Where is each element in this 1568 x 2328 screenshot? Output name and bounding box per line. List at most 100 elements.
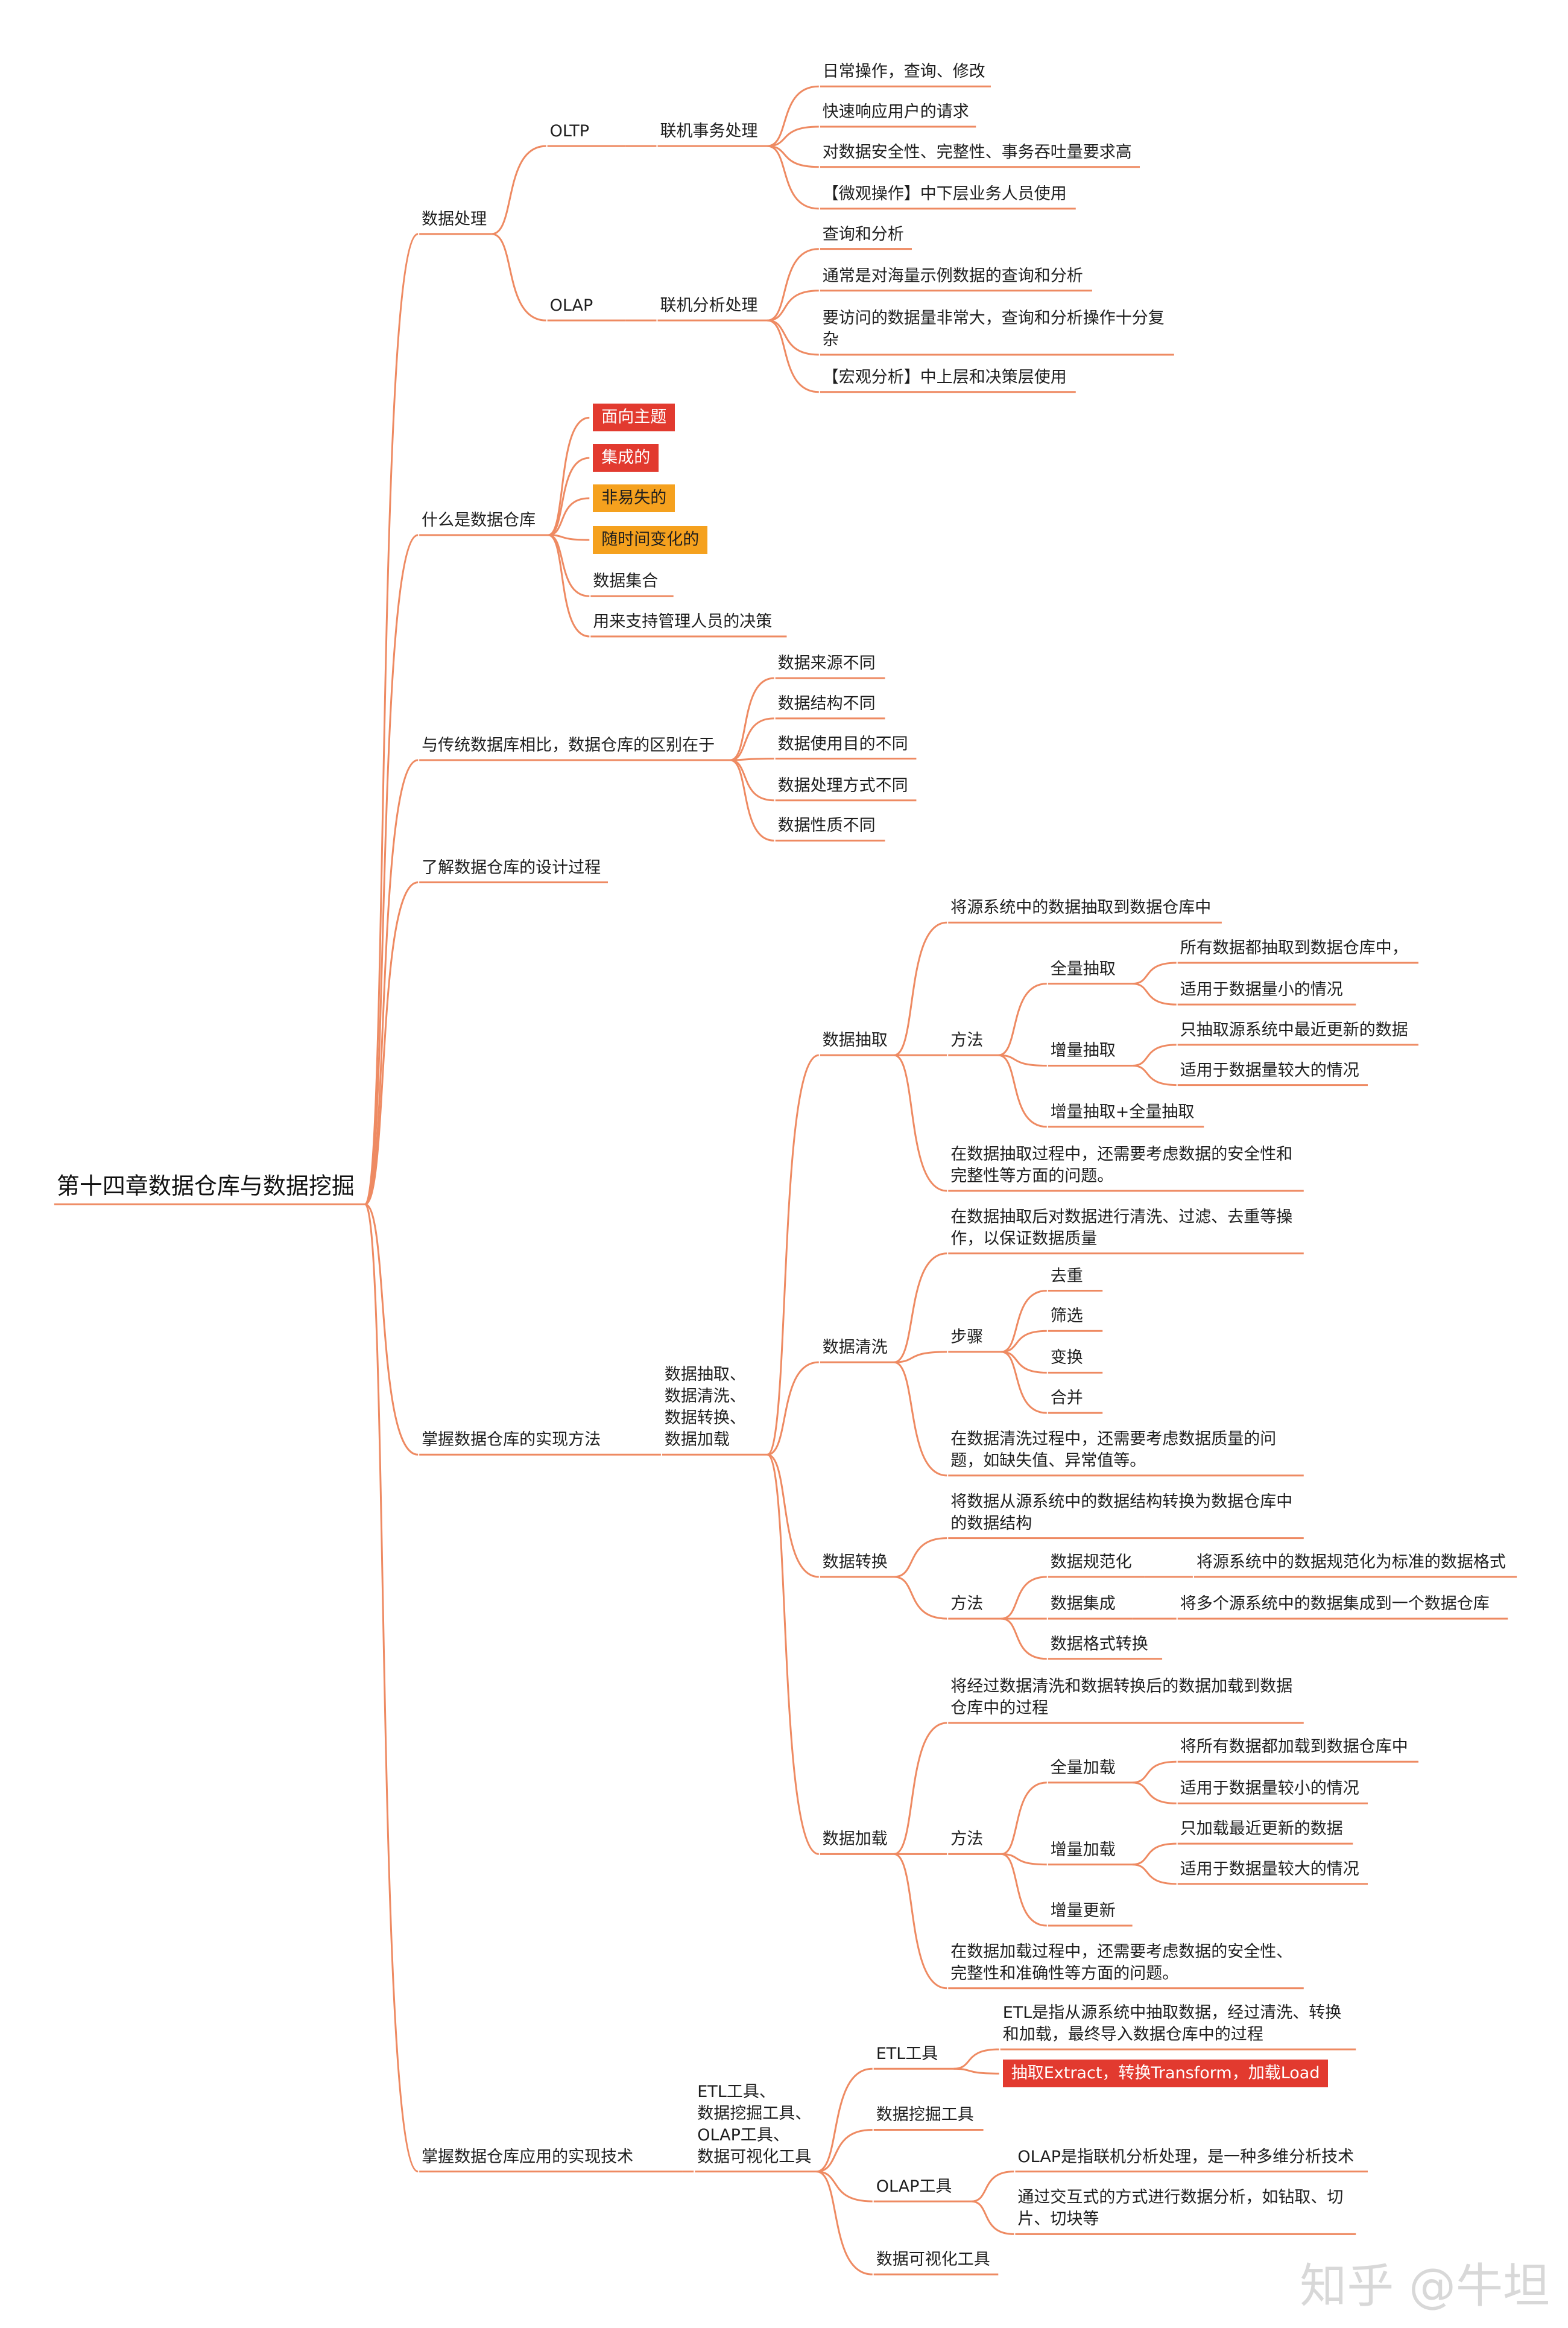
node-b4-0-3-1-2: 增量更新 — [1050, 1901, 1116, 1920]
node-b4: 掌握数据仓库的实现方法 — [422, 1430, 601, 1450]
node-b5-0: ETL工具、 数据挖掘工具、 OLAP工具、 数据可视化工具 — [697, 2082, 812, 2166]
connector-b4-0-2-1 — [894, 1576, 947, 1620]
node-b1-0: 面向主题 — [593, 404, 675, 432]
node-b4-0-2-1-2: 数据格式转换 — [1050, 1634, 1148, 1654]
connector-b5-0-0 — [816, 2067, 873, 2173]
connector-b2-2 — [730, 758, 774, 761]
node-b5-0-2: OLAP工具 — [876, 2177, 952, 2196]
node-b4-0-2-1-1-0: 将多个源系统中的数据集成到一个数据仓库 — [1180, 1594, 1490, 1614]
node-b1-2: 非易失的 — [593, 484, 675, 512]
connector-b4-0-3-1-0-0 — [1132, 1760, 1177, 1784]
node-b2-0: 数据来源不同 — [777, 654, 876, 673]
connector-b2-0 — [730, 677, 774, 761]
connector-b1-4 — [548, 534, 590, 597]
node-b2-4: 数据性质不同 — [777, 816, 876, 836]
connector-b1-2 — [548, 497, 590, 536]
connector-b2-3 — [730, 759, 774, 802]
node-b4-0-1-1-1: 筛选 — [1050, 1307, 1083, 1326]
connector-b4-0-3-2 — [894, 1853, 947, 1990]
node-b0-0-0-2: 对数据安全性、完整性、事务吞吐量要求高 — [822, 142, 1132, 162]
node-b4-0-0-1-0-0: 所有数据都抽取到数据仓库中， — [1180, 939, 1408, 957]
node-b4-0-3-1-1-0: 只加载最近更新的数据 — [1180, 1819, 1343, 1839]
node-b4-0-0-1-0: 全量抽取 — [1050, 959, 1116, 978]
connector-b4-0-0-0 — [894, 921, 947, 1056]
node-b4-0-3: 数据加载 — [822, 1830, 888, 1849]
node-b4-0-3-1-0-1: 适用于数据量较小的情况 — [1180, 1779, 1359, 1798]
connector-b4 — [364, 1203, 419, 1456]
connector-b4-0-3-1-1-1 — [1132, 1863, 1177, 1885]
node-b1-3: 随时间变化的 — [593, 526, 708, 554]
connector-b4-0-3-1-1 — [1001, 1853, 1047, 1866]
connector-b5-0-1 — [816, 2128, 873, 2173]
connector-b5-0-0-0 — [953, 2048, 999, 2070]
node-b0-0-0-0: 日常操作，查询、修改 — [822, 62, 985, 81]
node-b1-5: 用来支持管理人员的决策 — [593, 612, 773, 631]
connector-b4-0-1 — [767, 1361, 819, 1456]
connector-b4-0-0-1-0-0 — [1132, 962, 1177, 985]
connector-b4-0-0 — [767, 1054, 820, 1456]
connector-b4-0-0-1-0-1 — [1132, 983, 1177, 1006]
node-b4-0-1-0: 在数据抽取后对数据进行清洗、过滤、去重等操 作，以保证数据质量 — [950, 1207, 1293, 1248]
connector-b4-0-1-2 — [894, 1361, 947, 1477]
connector-b4-0-1-1-0 — [1001, 1290, 1047, 1353]
node-b0-0: OLTP — [549, 122, 589, 141]
node-b5-0-0-1: 抽取Extract，转换Transform，加载Load — [1002, 2060, 1329, 2088]
connector-b0-0-0-0 — [767, 85, 819, 147]
connector-b5-0-3 — [816, 2171, 873, 2276]
connector-b5-0-0-1 — [953, 2067, 999, 2075]
connector-b4-0-2-0 — [894, 1537, 947, 1578]
connector-b0-0-0-3 — [767, 145, 819, 210]
node-b0-1: OLAP — [549, 296, 593, 316]
connector-b5-0-2 — [816, 2171, 873, 2203]
node-b5: 掌握数据仓库应用的实现技术 — [422, 2147, 634, 2166]
connector-b5-0-2-0 — [971, 2171, 1014, 2203]
connector-b1-5 — [548, 534, 590, 638]
node-b5-0-0-0: ETL是指从源系统中抽取数据，经过清洗、转换 和加载，最终导入数据仓库中的过程 — [1002, 2003, 1342, 2044]
node-b4-0-2-1-1: 数据集成 — [1050, 1594, 1116, 1614]
node-b5-0-1: 数据挖掘工具 — [876, 2105, 974, 2125]
connector-b4-0-2 — [767, 1453, 819, 1578]
connector-b4-0-3-1-1-0 — [1132, 1842, 1177, 1866]
connector-b4-0-0-1-1-0 — [1132, 1044, 1177, 1067]
connector-b4-0-2-1-0 — [1001, 1576, 1047, 1620]
node-b4-0-0-1: 方法 — [950, 1031, 984, 1050]
connector-b4-0-3 — [767, 1453, 820, 1855]
node-b4-0-0-0: 将源系统中的数据抽取到数据仓库中 — [950, 898, 1212, 918]
connector-b4-0-0-1-1 — [998, 1054, 1047, 1067]
node-b4-0-3-1-0-0: 将所有数据都加载到数据仓库中 — [1180, 1737, 1408, 1757]
node-b4-0-2-1-0: 数据规范化 — [1050, 1552, 1132, 1572]
connector-b2 — [364, 759, 419, 1205]
node-b1-1: 集成的 — [593, 444, 659, 472]
node-b4-0-2: 数据转换 — [822, 1552, 888, 1572]
node-b3: 了解数据仓库的设计过程 — [422, 858, 601, 877]
connector-b3 — [364, 881, 419, 1205]
connector-b2-1 — [730, 717, 774, 761]
connector-b0-0-0-2 — [767, 145, 819, 168]
node-b4-0-1-1: 步骤 — [950, 1327, 984, 1346]
node-b4-0-2-0: 将数据从源系统中的数据结构转换为数据仓库中 的数据结构 — [950, 1492, 1293, 1533]
node-b0: 数据处理 — [422, 209, 487, 229]
node-b4-0-0-1-0-1: 适用于数据量小的情况 — [1180, 980, 1343, 1000]
node-b4-0-0-1-1-1: 适用于数据量较大的情况 — [1180, 1061, 1359, 1080]
connector-b0-1-0-2 — [767, 319, 819, 356]
node-b4-0-3-0: 将经过数据清洗和数据转换后的数据加载到数据 仓库中的过程 — [950, 1677, 1293, 1717]
connector-b5-0-2-1 — [971, 2200, 1014, 2235]
node-b4-0-1: 数据清洗 — [822, 1338, 888, 1357]
connector-b4-0-1-1-1 — [1001, 1330, 1047, 1353]
connector-b0-0 — [492, 145, 546, 235]
connector-b4-0-0-1-2 — [998, 1054, 1047, 1128]
node-b0-0-0: 联机事务处理 — [660, 122, 758, 141]
connector-b1-3 — [548, 534, 590, 541]
node-b1: 什么是数据仓库 — [422, 510, 536, 530]
connector-b0-1-0-1 — [767, 290, 819, 322]
node-b4-0-2-1: 方法 — [950, 1594, 984, 1614]
node-b4-0-3-1-0: 全量加载 — [1050, 1758, 1116, 1777]
node-b2-1: 数据结构不同 — [777, 694, 876, 713]
node-b5-0-2-1: 通过交互式的方式进行数据分析，如钻取、切 片、切块等 — [1017, 2188, 1344, 2229]
node-b4-0-3-2: 在数据加载过程中，还需要考虑数据的安全性、 完整性和准确性等方面的问题。 — [950, 1942, 1293, 1983]
connector-b4-0-3-1-0-1 — [1132, 1781, 1177, 1804]
node-b0-1-0-0: 查询和分析 — [822, 224, 904, 244]
node-b4-0-1-1-3: 合并 — [1050, 1389, 1083, 1408]
node-b0-1-0-3: 【宏观分析】中上层和决策层使用 — [822, 367, 1067, 387]
